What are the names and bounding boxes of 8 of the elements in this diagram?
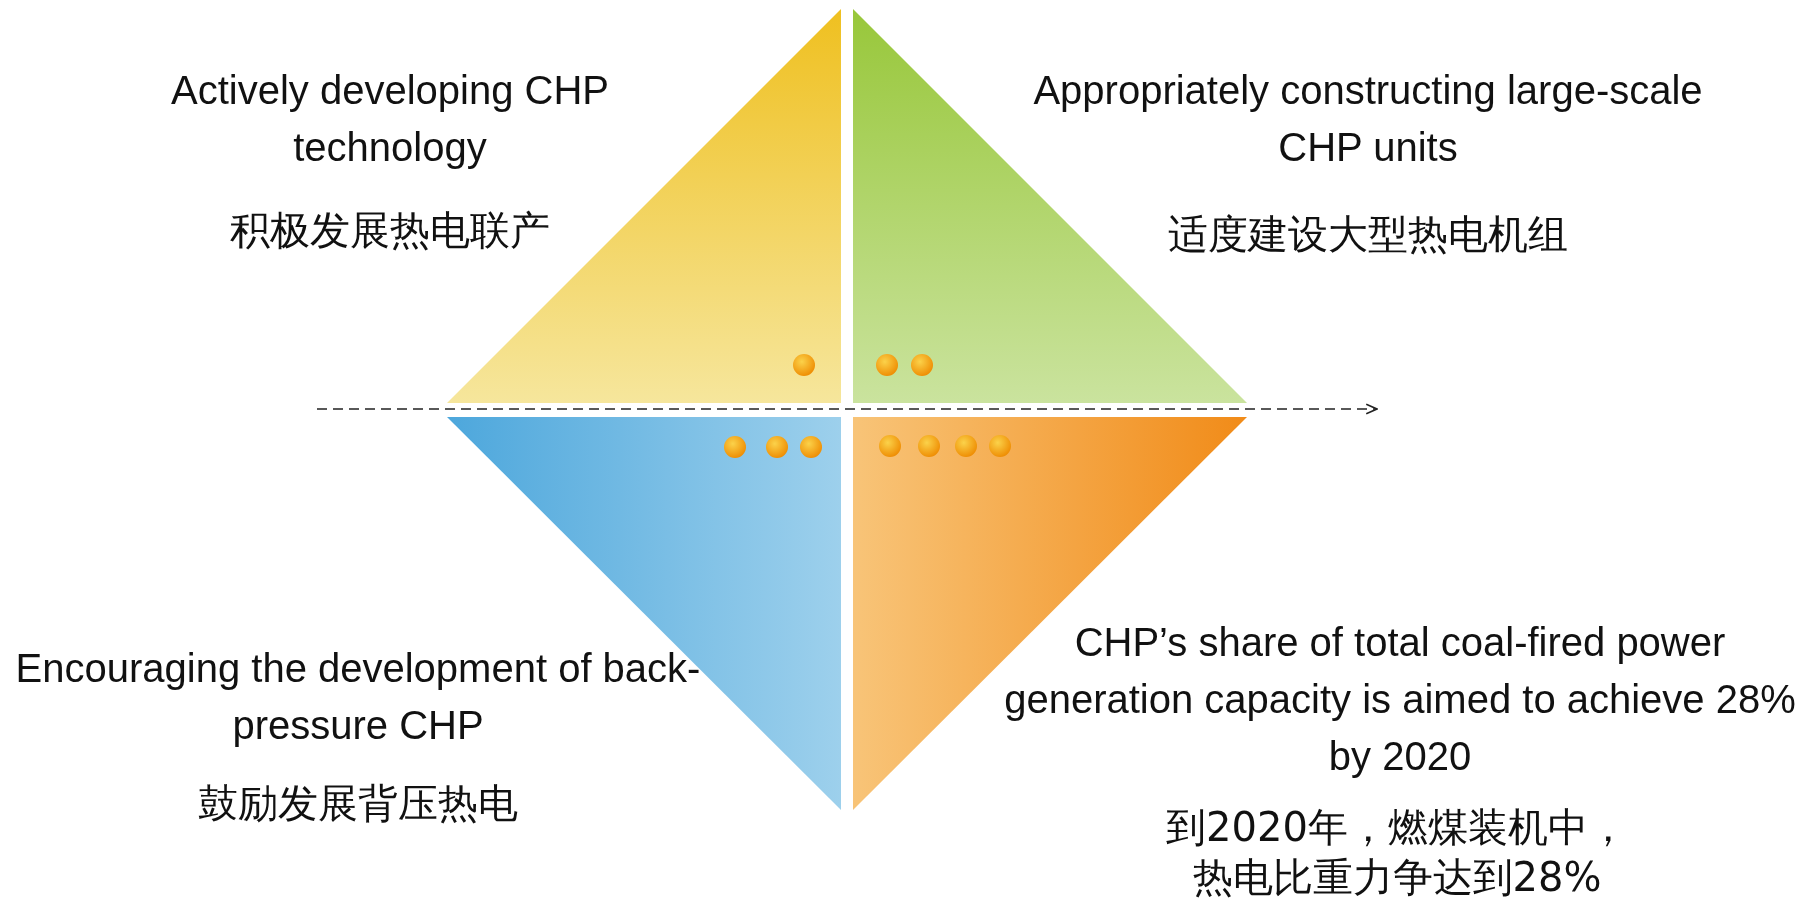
chinese-caption: 适度建设大型热电机组 — [1167, 210, 1569, 259]
english-caption: Actively developing CHP technology — [170, 67, 610, 171]
english-caption: Appropriately constructing large-scale CHP units — [1032, 67, 1704, 171]
english-caption: CHP’s share of total coal-fired power generation capacity is aimed to achieve 28% by 2020 — [1003, 619, 1797, 780]
chinese-caption: 积极发展热电联产 — [229, 206, 551, 255]
chinese-caption: 鼓励发展背压热电 — [197, 779, 519, 828]
english-caption: Encouraging the development of back-pressure CHP — [14, 645, 702, 749]
chinese-caption: 到2020年，燃煤装机中，热电比重力争达到28% — [1165, 803, 1629, 902]
